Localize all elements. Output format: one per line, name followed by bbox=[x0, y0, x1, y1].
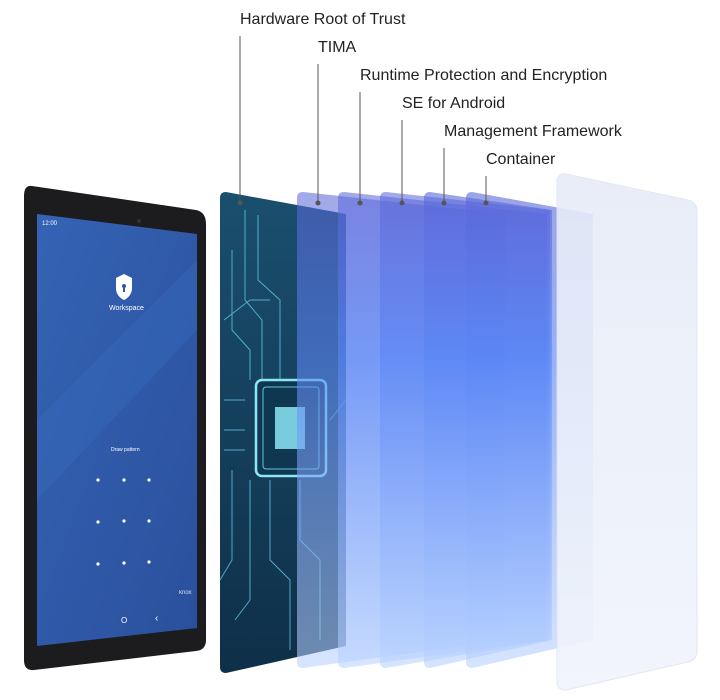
camera-icon bbox=[137, 219, 141, 223]
label-container: Container bbox=[486, 151, 556, 168]
pattern-dots bbox=[96, 478, 151, 566]
layer-device-glass bbox=[556, 173, 698, 691]
tablet-app-name: Workspace bbox=[109, 305, 144, 312]
label-tima: TIMA bbox=[318, 39, 357, 56]
tablet-back-button[interactable]: ‹ bbox=[155, 613, 159, 624]
tablet-home-button[interactable]: O bbox=[121, 616, 128, 625]
tablet-time: 12:00 bbox=[42, 221, 58, 227]
label-runtime-protection: Runtime Protection and Encryption bbox=[360, 67, 608, 84]
leader-lines bbox=[239, 36, 487, 203]
tablet-brand: knox bbox=[179, 590, 192, 596]
label-management-framework: Management Framework bbox=[444, 123, 622, 140]
label-se-for-android: SE for Android bbox=[402, 95, 506, 112]
tablet-screen bbox=[37, 214, 197, 646]
label-hardware-root-of-trust: Hardware Root of Trust bbox=[240, 11, 406, 28]
tablet bbox=[24, 185, 206, 671]
tablet-prompt: Draw pattern bbox=[111, 447, 140, 453]
